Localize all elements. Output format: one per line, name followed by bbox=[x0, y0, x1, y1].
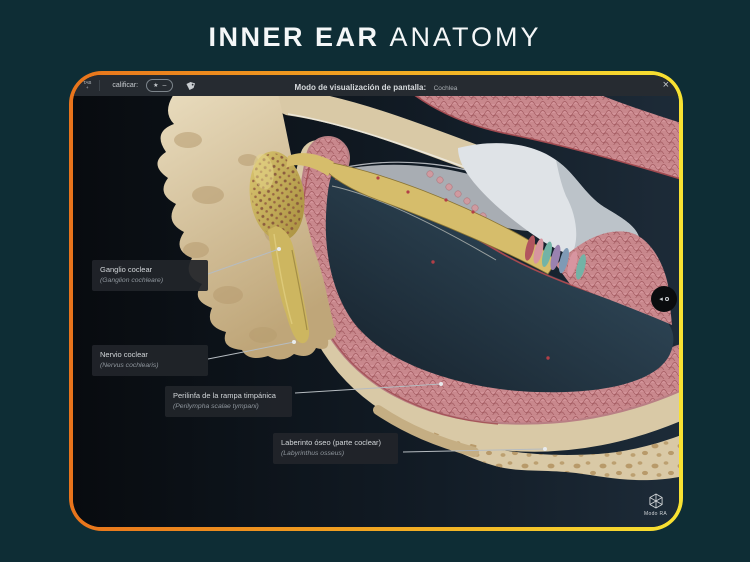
star-icon: ★ bbox=[153, 83, 159, 89]
ar-mode-button[interactable]: Modo RA bbox=[644, 493, 667, 517]
page-title-light: ANATOMY bbox=[389, 22, 542, 52]
label-nervio-coclear[interactable]: Nervio coclear (Nervus cochlearis) bbox=[92, 345, 208, 376]
app-screen: TAB + calificar: ★ – Modo de visualizaci… bbox=[73, 75, 679, 527]
screen-mode-prefix: Modo de visualización de pantalla: bbox=[294, 82, 427, 92]
drawer-handle[interactable]: ◂ bbox=[651, 286, 677, 312]
label-name: Laberinto óseo (parte coclear) bbox=[281, 438, 382, 447]
close-icon[interactable]: × bbox=[662, 79, 669, 91]
nerve-shadow bbox=[291, 249, 308, 331]
rim-highlight bbox=[331, 185, 497, 261]
bone-pores-texture bbox=[428, 430, 679, 481]
handle-dot-icon bbox=[664, 297, 669, 301]
label-latin: (Ganglion cochleare) bbox=[100, 276, 164, 284]
ar-cube-icon bbox=[648, 493, 663, 509]
organ-of-corti bbox=[525, 231, 672, 325]
dash-icon: – bbox=[162, 82, 167, 89]
label-name: Nervio coclear bbox=[100, 350, 148, 359]
tag-icon[interactable] bbox=[185, 81, 196, 91]
label-ganglio-coclear[interactable]: Ganglio coclear (Ganglion cochleare) bbox=[92, 260, 208, 291]
leader-dots bbox=[277, 247, 547, 451]
rating-pill[interactable]: ★ – bbox=[146, 79, 174, 92]
rate-label: calificar: bbox=[112, 82, 139, 89]
label-name: Ganglio coclear bbox=[100, 265, 153, 274]
app-topbar: TAB + calificar: ★ – Modo de visualizaci… bbox=[73, 75, 679, 96]
bone-edge-shading bbox=[373, 405, 479, 457]
label-perilinfa-rampa-timpanica[interactable]: Perilinfa de la rampa timpánica (Perilym… bbox=[165, 386, 292, 417]
label-latin: (Nervus cochlearis) bbox=[100, 361, 159, 369]
page-title: INNER EAR ANATOMY bbox=[0, 22, 750, 53]
anatomy-model bbox=[157, 96, 679, 481]
screen-mode-value: Cochlea bbox=[433, 84, 458, 92]
spiral-ligament-scales bbox=[300, 138, 679, 423]
page-title-bold: INNER EAR bbox=[208, 22, 380, 52]
ganglion-lamina-junction bbox=[286, 153, 334, 176]
tab-badge-plus: + bbox=[85, 84, 89, 90]
label-latin: (Labyrinthus osseus) bbox=[281, 449, 345, 457]
label-latin: (Perilympha scalae tympani) bbox=[173, 402, 259, 410]
topbar-divider bbox=[99, 80, 101, 91]
upper-ligament-rim bbox=[414, 96, 679, 180]
nerve-highlight bbox=[273, 233, 293, 325]
device-frame: TAB + calificar: ★ – Modo de visualizaci… bbox=[69, 71, 683, 531]
tissue-red-dots bbox=[376, 176, 550, 360]
spiral-ganglion bbox=[249, 151, 305, 241]
tab-shortcut-badge[interactable]: TAB + bbox=[83, 79, 92, 91]
label-name: Perilinfa de la rampa timpánica bbox=[173, 391, 276, 400]
perilymph-cavity bbox=[325, 174, 674, 393]
leader-lines bbox=[207, 248, 546, 453]
chevron-left-icon: ◂ bbox=[659, 296, 663, 303]
cochlear-nerve bbox=[268, 226, 310, 344]
tab-badge-top: TAB bbox=[83, 79, 92, 85]
ar-mode-label: Modo RA bbox=[644, 511, 667, 517]
upper-turn-ligament bbox=[415, 96, 679, 179]
label-laberinto-oseo[interactable]: Laberinto óseo (parte coclear) (Labyrint… bbox=[273, 433, 398, 464]
